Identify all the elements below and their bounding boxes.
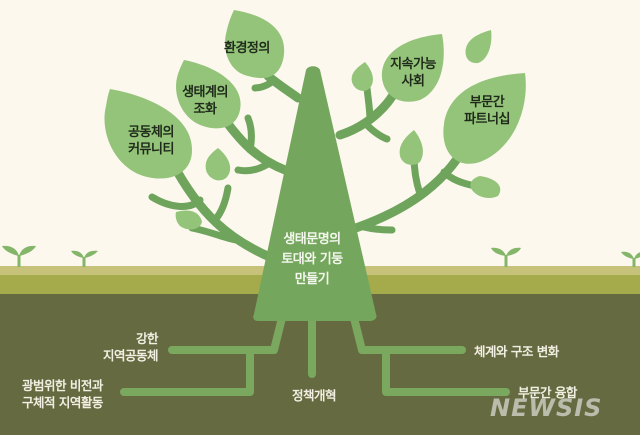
root-label-text: 정책개혁 [291, 388, 337, 403]
leaf-label-line: 조화 [193, 102, 217, 117]
small-leaf-shape [465, 30, 492, 64]
leaf-sustainable-society-shape [381, 34, 444, 102]
sprout-icon [491, 247, 521, 267]
root-policy-reform-label: 정책개혁 [288, 387, 340, 404]
small-leaf-shape [205, 148, 231, 181]
root-label-line: 광범위한 비전과 [22, 378, 103, 393]
roots [120, 314, 510, 396]
leaf-ecosystem-harmony-shape [176, 60, 241, 129]
leaf-ecosystem-harmony-label: 생태계의 조화 [180, 84, 230, 118]
small-leaf-shape [470, 176, 501, 198]
trunk-label-line: 토대와 기둥 [281, 252, 343, 267]
leaf-label-line: 생태계의 [182, 85, 228, 100]
root-vision-activity-label: 광범위한 비전과 구체적 지역활동 [22, 377, 116, 411]
leaf-sector-partnership-shape [443, 73, 526, 164]
leaf-label-text: 환경정의 [224, 41, 270, 56]
root-system-change-label: 체계와 구조 변화 [474, 343, 559, 360]
root-label-line: 지역공동체 [102, 348, 159, 363]
root-label-line: 강한 [135, 331, 159, 346]
leaf-label-line: 부문간 [469, 95, 505, 110]
leaf-sector-partnership-label: 부문간 파트너십 [460, 94, 514, 128]
trunk-label-line: 생태문명의 [283, 232, 341, 247]
leaf-label-line: 사회 [401, 74, 425, 89]
sprout-icon [71, 250, 98, 267]
sprout-icon [2, 245, 36, 267]
leaf-label-line: 지속가능 [390, 57, 436, 72]
root-strong-community-label: 강한 지역공동체 [94, 330, 159, 364]
newsis-watermark: NEWSIS [490, 394, 603, 422]
leaf-sustainable-society-label: 지속가능 사회 [387, 56, 439, 90]
small-leaf-shape [351, 62, 373, 91]
root-label-line: 구체적 지역활동 [22, 395, 103, 410]
leaves [104, 10, 526, 230]
leaf-community-label: 공동체의 커뮤니티 [124, 124, 178, 158]
root-label-text: 부문간 융합 [518, 385, 577, 400]
leaf-environmental-justice-shape [224, 10, 285, 79]
sprout-icon [621, 251, 640, 267]
leaf-environmental-justice-label: 환경정의 [224, 40, 270, 57]
leaf-community-shape [104, 89, 192, 179]
small-leaf-shape [175, 210, 202, 230]
root-label-text: 체계와 구조 변화 [474, 344, 559, 359]
trunk-label-line: 만들기 [294, 272, 330, 287]
root-sector-convergence-label: 부문간 융합 [518, 384, 577, 401]
trunk [253, 66, 377, 321]
leaf-label-line: 파트너십 [464, 112, 510, 127]
trunk-label: 생태문명의 토대와 기둥 만들기 [272, 230, 352, 290]
leaf-label-line: 공동체의 [128, 125, 174, 140]
small-leaf-shape [399, 130, 423, 165]
leaf-label-line: 커뮤니티 [128, 142, 174, 157]
